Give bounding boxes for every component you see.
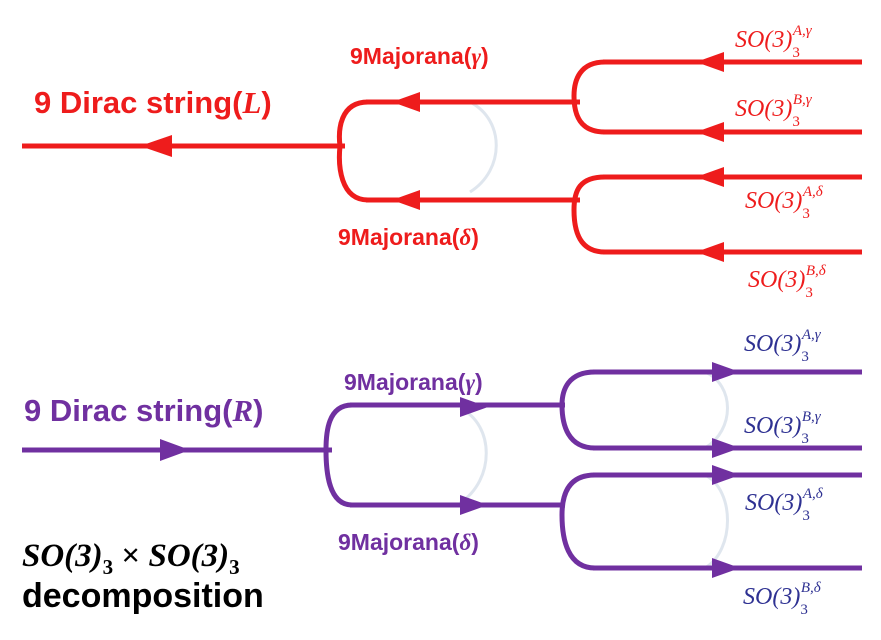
caption: SO(3)3 × SO(3)3 decomposition <box>22 538 264 615</box>
top-diagram: 9 Dirac string(L) 9Majorana(γ) 9Majorana… <box>22 23 862 301</box>
top-gamma-label: 9Majorana(γ) <box>350 43 489 69</box>
top-gamma-subfork <box>571 59 606 135</box>
bottom-out-label-1: SO(3)3A,γ <box>744 327 822 365</box>
top-delta-subfork <box>571 174 606 255</box>
top-out-arrow-4 <box>696 242 724 262</box>
top-out-arrow-3 <box>696 167 724 187</box>
top-out-arrow-1 <box>696 52 724 72</box>
bottom-fork-curve <box>323 402 353 508</box>
top-main-label: 9 Dirac string(L) <box>34 85 272 120</box>
bottom-out-arrow-1 <box>712 362 740 382</box>
top-dirac-arrow <box>140 135 172 157</box>
top-fork-curve <box>336 99 369 203</box>
bottom-out-arrow-3 <box>712 465 740 485</box>
bottom-out-label-2: SO(3)3B,γ <box>744 409 822 447</box>
caption-line2: decomposition <box>22 577 264 615</box>
bottom-delta-arrow <box>460 495 488 515</box>
caption-formula: SO(3)3 × SO(3)3 <box>22 538 240 579</box>
bottom-gamma-label: 9Majorana(γ) <box>344 369 483 395</box>
top-out-label-3: SO(3)3A,δ <box>745 184 824 222</box>
top-delta-arrow <box>392 190 420 210</box>
top-out-label-2: SO(3)3B,γ <box>735 92 813 130</box>
bottom-out-label-3: SO(3)3A,δ <box>745 486 824 524</box>
top-gamma-arrow <box>392 92 420 112</box>
top-out-label-1: SO(3)3A,γ <box>735 23 813 61</box>
bottom-ghost-arc-3 <box>704 473 729 570</box>
bottom-out-arrow-4 <box>712 558 740 578</box>
bottom-delta-subfork <box>559 472 596 571</box>
bottom-out-arrow-2 <box>712 438 740 458</box>
top-ghost-arc-1 <box>469 100 498 194</box>
bottom-gamma-arrow <box>460 397 488 417</box>
bottom-delta-label: 9Majorana(δ) <box>338 529 479 555</box>
bottom-diagram: 9 Dirac string(R) 9Majorana(γ) 9Majorana… <box>22 327 862 618</box>
bottom-out-label-4: SO(3)3B,δ <box>743 580 822 618</box>
bottom-dirac-arrow <box>160 439 190 461</box>
bottom-main-label: 9 Dirac string(R) <box>24 393 263 428</box>
top-out-arrow-2 <box>696 122 724 142</box>
bottom-gamma-subfork <box>559 369 596 451</box>
top-delta-label: 9Majorana(δ) <box>338 224 479 250</box>
top-out-label-4: SO(3)3B,δ <box>748 263 827 301</box>
bottom-ghost-arc-2 <box>704 370 729 450</box>
bottom-ghost-arc-1 <box>459 406 488 505</box>
